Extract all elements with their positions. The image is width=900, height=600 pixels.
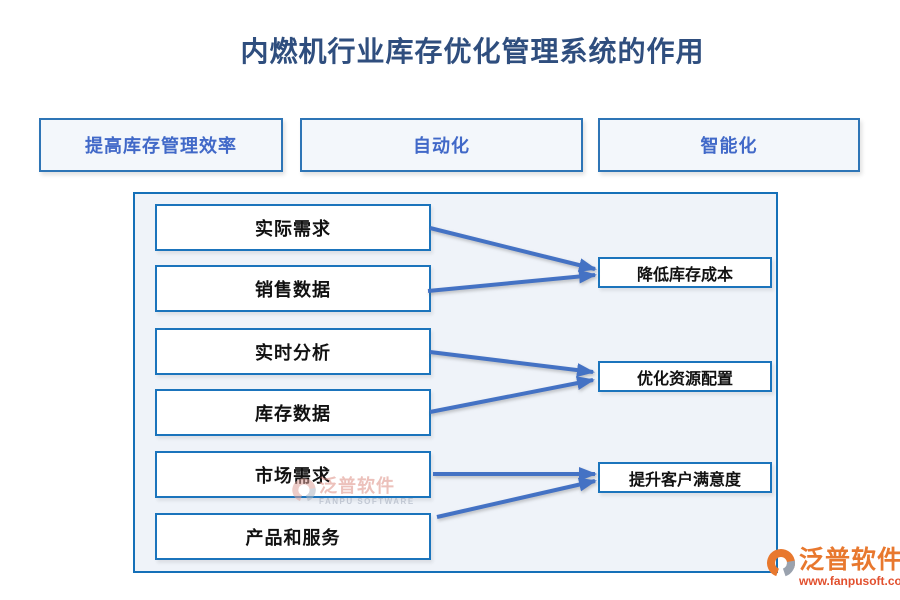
input-box-sales-data: 销售数据 xyxy=(155,265,431,312)
input-box-realtime-analysis: 实时分析 xyxy=(155,328,431,375)
input-label: 实时分析 xyxy=(255,342,331,363)
benefit-label: 自动化 xyxy=(413,136,470,156)
benefit-label: 智能化 xyxy=(700,136,758,156)
fanpu-logo-icon xyxy=(767,549,795,577)
outcome-label: 优化资源配置 xyxy=(636,370,733,388)
outcome-box-optimize-resource-allocation: 优化资源配置 xyxy=(598,361,772,392)
input-box-market-demand: 市场需求 xyxy=(155,451,431,498)
fanpu-logo: 泛普软件 www.fanpusoft.com xyxy=(766,548,900,587)
logo-brand: 泛普软件 xyxy=(799,547,900,574)
input-label: 销售数据 xyxy=(255,279,331,300)
outcome-box-reduce-inventory-cost: 降低库存成本 xyxy=(598,257,772,288)
input-box-actual-demand: 实际需求 xyxy=(155,204,431,251)
input-label: 实际需求 xyxy=(255,218,331,239)
logo-url: www.fanpusoft.com xyxy=(799,574,900,588)
outcome-label: 降低库存成本 xyxy=(636,266,733,284)
page-title: 内燃机行业库存优化管理系统的作用 xyxy=(240,37,705,68)
outcome-label: 提升客户满意度 xyxy=(628,471,741,489)
input-box-inventory-data: 库存数据 xyxy=(155,389,431,436)
benefit-label: 提高库存管理效率 xyxy=(85,136,237,156)
benefit-card-intelligence: 智能化 xyxy=(598,118,860,172)
benefit-card-automation: 自动化 xyxy=(300,118,583,172)
input-box-products-services: 产品和服务 xyxy=(155,513,431,560)
outcome-box-improve-customer-satisfaction: 提升客户满意度 xyxy=(598,462,772,493)
benefit-card-efficiency: 提高库存管理效率 xyxy=(39,118,283,172)
input-label: 库存数据 xyxy=(255,403,331,424)
input-label: 市场需求 xyxy=(255,465,331,486)
input-label: 产品和服务 xyxy=(245,527,341,548)
